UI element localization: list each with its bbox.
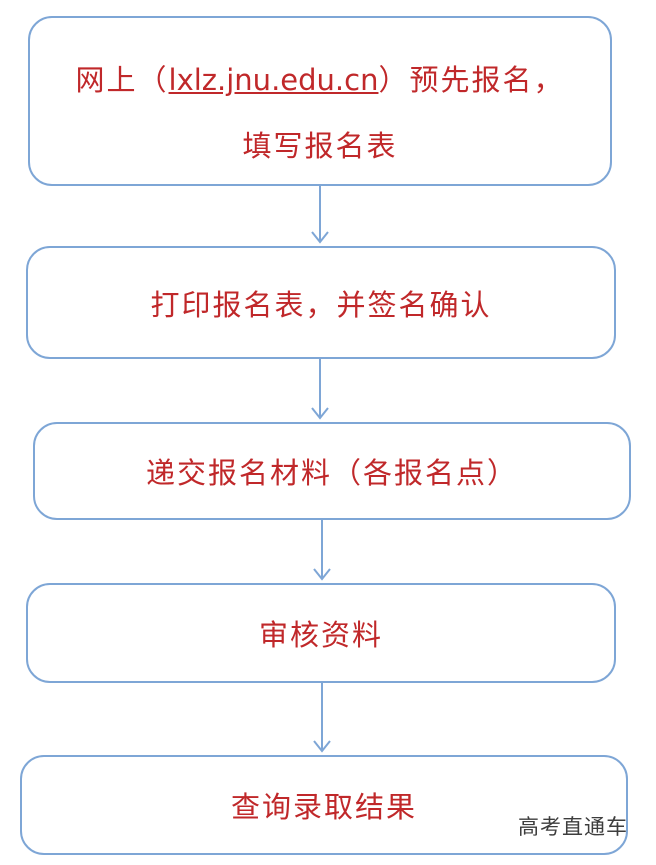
watermark-text: 高考直通车	[518, 815, 628, 839]
arrow-down-icon	[308, 186, 332, 246]
arrow-down-icon	[310, 683, 334, 755]
step-check-admission-result: 查询录取结果	[20, 755, 628, 855]
arrow-down-icon	[308, 359, 332, 422]
step-5-label: 查询录取结果	[230, 790, 417, 824]
step-submit-materials: 递交报名材料（各报名点）	[33, 422, 631, 520]
arrow-down-icon	[310, 520, 334, 583]
step-2-label: 打印报名表，并签名确认	[150, 287, 492, 322]
step-review-materials: 审核资料	[26, 583, 616, 683]
step-1-line-2: 填写报名表	[242, 129, 398, 163]
step-online-registration: 网上（lxlz.jnu.edu.cn）预先报名， 填写报名表	[28, 16, 612, 186]
step-1-suffix: ）预先报名，	[378, 63, 565, 97]
step-3-label: 递交报名材料（各报名点）	[145, 456, 518, 490]
step-1-line-1: 网上（lxlz.jnu.edu.cn）预先报名，	[76, 57, 565, 99]
step-4-label: 审核资料	[258, 618, 383, 652]
step-1-prefix: 网上（	[75, 63, 169, 97]
step-print-and-sign: 打印报名表，并签名确认	[26, 246, 616, 359]
registration-url-link[interactable]: lxlz.jnu.edu.cn	[168, 63, 379, 97]
